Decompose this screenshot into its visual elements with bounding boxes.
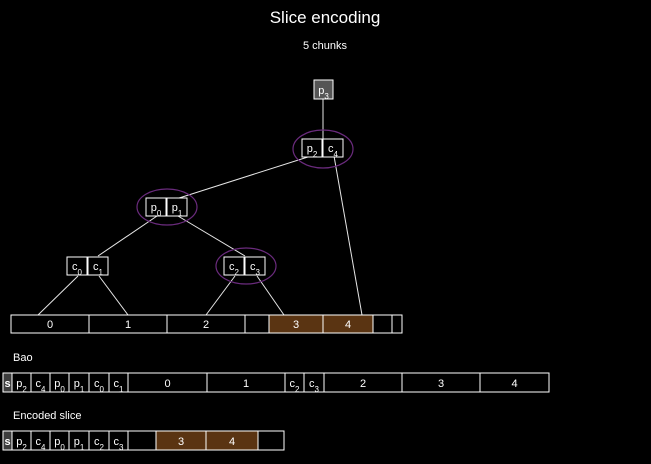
- bao-cell-label-1: p2: [16, 378, 27, 394]
- chunk-label-1: 1: [125, 319, 131, 331]
- bao-cell-label-3: p0: [54, 378, 65, 394]
- node-c0c1-box-1: [87, 256, 109, 276]
- encoded-slice-row: s p2 c4 p0 p1 c2 c3 3 4: [2, 430, 285, 452]
- bao-cell-label-0: s: [4, 378, 10, 390]
- edge-c2-chunk2: [205, 275, 236, 316]
- chunks-bar: 0 1 2 3 4: [10, 314, 403, 334]
- encoded-slice-cell-label-2: c4: [36, 436, 47, 452]
- chunk-label-0: 0: [47, 319, 53, 331]
- edge-c0-chunk0: [37, 275, 79, 316]
- edge-c3-chunk3: [256, 275, 285, 316]
- node-c2c3-label-1: c3: [250, 261, 261, 277]
- node-p0p1-box-1: [166, 197, 188, 217]
- encoded-slice-cell-10: [257, 430, 285, 451]
- bao-row: s p2 c4 p0 p1 c0 c1 0 1 c2 c3 2 3 4: [2, 372, 550, 394]
- encoded-slice-cell-label-9: 4: [229, 436, 235, 448]
- chunk-label-2: 2: [203, 319, 209, 331]
- bao-cell-label-10: c3: [309, 378, 320, 394]
- node-p2c4-box-1: [322, 138, 344, 158]
- chunk-cell-7: [391, 314, 403, 334]
- node-c2c3-box-1: [244, 256, 266, 276]
- bao-cell-label-5: c0: [94, 378, 105, 394]
- bao-label: Bao: [13, 352, 33, 364]
- encoded-slice-cell-label-8: 3: [178, 436, 184, 448]
- chunk-label-5: 4: [345, 319, 351, 331]
- bao-cell-label-12: 3: [438, 378, 444, 390]
- encoded-slice-cell-label-3: p0: [54, 436, 65, 452]
- encoded-slice-cell-label-0: s: [4, 436, 10, 448]
- node-p0p1-label-0: p0: [151, 202, 162, 218]
- tree-nodes: p3 p2 c4 p0 p1 c0 c1 c2 c3: [66, 79, 344, 277]
- node-ellipses: [136, 129, 354, 285]
- edge-c1-chunk1: [98, 275, 129, 316]
- node-c0c1-box-0: [66, 256, 88, 276]
- bao-cell-label-11: 2: [360, 378, 366, 390]
- tree-edges: [37, 99, 363, 316]
- node-p2c4-box-0: [301, 138, 323, 158]
- node-c0c1-label-1: c1: [93, 261, 104, 277]
- edge-p1-c2c3: [177, 215, 246, 257]
- node-p2c4-label-1: c4: [328, 143, 339, 159]
- diagram-subtitle: 5 chunks: [303, 40, 348, 52]
- encoded-slice-label: Encoded slice: [13, 410, 82, 422]
- ellipse-p0p1: [136, 188, 198, 226]
- encoded-slice-cell-label-1: p2: [16, 436, 27, 452]
- bao-cell-13: [479, 372, 550, 393]
- edge-p0-c0c1: [97, 215, 158, 257]
- encoded-slice-cell-label-6: c3: [114, 436, 125, 452]
- edge-c4-chunk4: [333, 155, 363, 316]
- diagram-title: Slice encoding: [270, 8, 381, 27]
- node-c0c1-label-0: c0: [72, 261, 83, 277]
- bao-cell-label-7: 0: [164, 378, 170, 390]
- chunk-label-4: 3: [293, 319, 299, 331]
- root-node-box: [313, 79, 334, 100]
- ellipse-c2c3: [215, 247, 277, 285]
- edge-p2-p0p1: [175, 155, 312, 200]
- node-c2c3-box-0: [223, 256, 245, 276]
- bao-cell-label-9: c2: [290, 378, 301, 394]
- chunk-cell-6: [372, 314, 393, 334]
- node-p0p1-box-0: [145, 197, 167, 217]
- bao-cell-label-2: c4: [36, 378, 47, 394]
- encoded-slice-cell-label-4: p1: [74, 436, 85, 452]
- node-p2c4-label-0: p2: [307, 143, 318, 159]
- root-node-label: p3: [318, 85, 329, 101]
- bao-cell-label-13: 4: [511, 378, 517, 390]
- node-p0p1-label-1: p1: [172, 202, 183, 218]
- node-c2c3-label-0: c2: [229, 261, 240, 277]
- bao-cell-label-4: p1: [74, 378, 85, 394]
- ellipse-p2c4: [292, 129, 354, 169]
- bao-cell-label-8: 1: [243, 378, 249, 390]
- encoded-slice-cell-7: [127, 430, 157, 451]
- bao-cell-label-6: c1: [114, 378, 125, 394]
- encoded-slice-cell-label-5: c2: [94, 436, 105, 452]
- chunk-cell-3: [244, 314, 270, 334]
